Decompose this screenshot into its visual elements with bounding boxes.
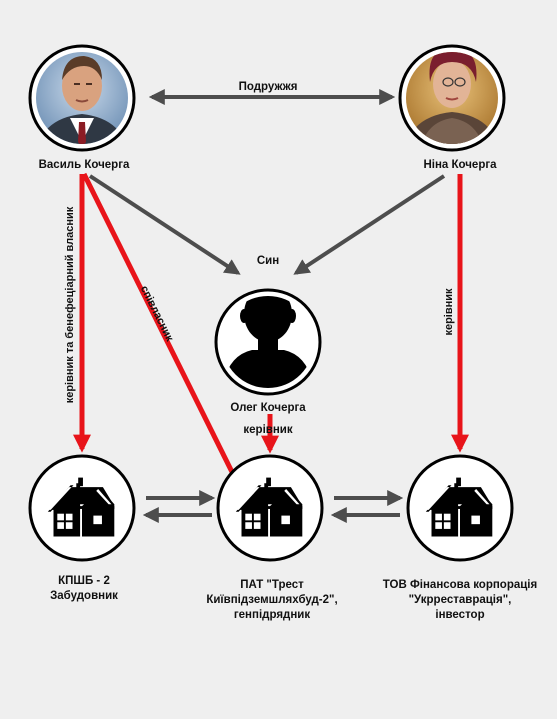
- tov-name-line2: "Укрреставрація",: [409, 594, 512, 606]
- vasyl-portrait: [28, 44, 136, 152]
- nina-tov-role-label: керівник: [443, 288, 455, 336]
- kpshb-name-line2: Забудовник: [50, 590, 118, 602]
- nina-portrait: [398, 44, 506, 152]
- tov-name-line3: інвестор: [435, 609, 484, 621]
- vasyl-name: Василь Кочерга: [39, 159, 130, 171]
- vasyl-pat-role-label: співласник: [138, 284, 176, 344]
- nina-son-arrow: [293, 174, 446, 275]
- vasyl-pat-line: [81, 172, 236, 476]
- kpshb-house-node: [28, 454, 136, 562]
- pat-name-line3: генпідрядник: [234, 609, 310, 621]
- spouses-label: Подружжя: [239, 81, 298, 93]
- kpshb-name-line1: КПШБ - 2: [58, 575, 110, 587]
- vasyl-son-arrow: [88, 174, 241, 275]
- son-label: Син: [257, 255, 279, 267]
- vasyl-kpshb-role-label: керівник та бенефеціарний власник: [64, 206, 76, 403]
- nina-name: Ніна Кочерга: [423, 159, 497, 171]
- pat-name-line2: Київпідземшляхбуд-2",: [206, 594, 337, 606]
- oleh-pat-role-label: керівник: [243, 424, 292, 436]
- tov-house-node: [406, 454, 514, 562]
- oleh-name: Олег Кочерга: [230, 402, 306, 414]
- oleh-silhouette: [214, 288, 322, 396]
- tov-name-line1: ТОВ Фінансова корпорація: [383, 579, 537, 591]
- pat-name-line1: ПАТ "Трест: [240, 579, 304, 591]
- pat-house-node: [216, 454, 324, 562]
